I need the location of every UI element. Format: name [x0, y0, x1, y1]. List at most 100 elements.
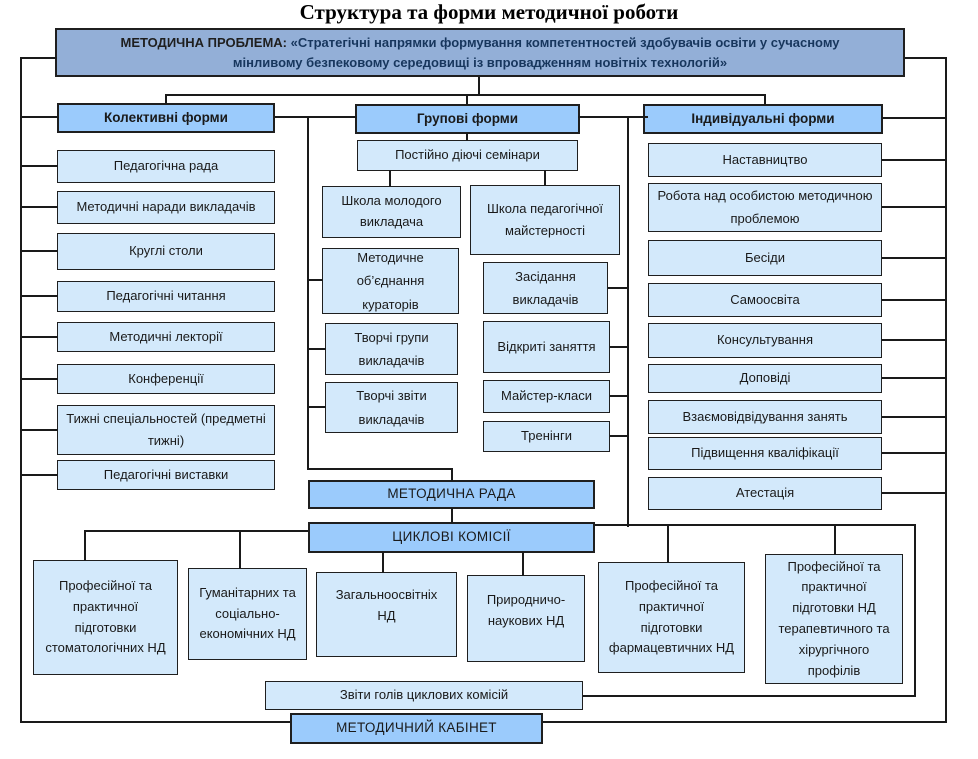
connector-line [610, 346, 629, 348]
connector-line [882, 117, 947, 119]
connector-line [466, 133, 468, 141]
connector-line [20, 57, 57, 59]
group-item: Творчі групи викладачів [325, 323, 458, 375]
connector-line [667, 525, 669, 563]
group-item: Школа молодого викладача [322, 186, 461, 238]
connector-line [307, 348, 326, 350]
connector-line [543, 721, 947, 723]
connector-line [522, 552, 524, 576]
connector-line [20, 206, 58, 208]
connector-line [84, 530, 308, 532]
connector-line [882, 257, 947, 259]
connector-line [882, 452, 947, 454]
individual-item: Підвищення кваліфікації [648, 437, 882, 470]
commission-item: Професійної та практичної підготовки НД … [765, 554, 903, 684]
collective-item: Педагогічна рада [57, 150, 275, 183]
connector-line [466, 94, 468, 105]
connector-line [945, 58, 947, 723]
commission-item: Професійної та практичної підготовки сто… [33, 560, 178, 675]
commission-item: Загальноосвітніх НД [316, 572, 457, 657]
connector-line [451, 508, 453, 523]
problem-label: МЕТОДИЧНА ПРОБЛЕМА: [120, 35, 288, 50]
connector-line [84, 531, 86, 561]
connector-line [165, 94, 766, 96]
individual-item: Робота над особистою методичною проблемо… [648, 183, 882, 232]
connector-line [20, 165, 58, 167]
connector-line [382, 552, 384, 573]
connector-line [451, 469, 453, 481]
connector-line [20, 474, 58, 476]
connector-line [905, 57, 947, 59]
group-item: Тренінги [483, 421, 610, 452]
connector-line [882, 416, 947, 418]
group-item: Майстер-класи [483, 380, 610, 413]
connector-line [307, 406, 326, 408]
individual-item: Атестація [648, 477, 882, 510]
connector-line [882, 377, 947, 379]
individual-item: Самоосвіта [648, 283, 882, 317]
connector-line [608, 287, 629, 289]
connector-line [20, 429, 58, 431]
connector-line [20, 336, 58, 338]
group-item: Школа педагогічної майстерності [470, 185, 620, 255]
collective-item: Круглі столи [57, 233, 275, 270]
connector-line [595, 524, 916, 526]
methodical-office-box: МЕТОДИЧНИЙ КАБІНЕТ [290, 713, 543, 744]
connector-line [20, 721, 290, 723]
connector-line [307, 468, 453, 470]
commission-item: Професійної та практичної підготовки фар… [598, 562, 745, 673]
connector-line [764, 94, 766, 105]
individual-item: Наставництво [648, 143, 882, 177]
collective-item: Тижні спеціальностей (предметні тижні) [57, 405, 275, 455]
connector-line [239, 531, 241, 569]
connector-line [544, 170, 546, 186]
connector-line [307, 279, 323, 281]
group-item: Відкриті заняття [483, 321, 610, 373]
individual-item: Бесіди [648, 240, 882, 276]
connector-line [20, 116, 58, 118]
collective-item: Методичні лекторії [57, 322, 275, 352]
connector-line [275, 116, 357, 118]
methodical-council-box: МЕТОДИЧНА РАДА [308, 480, 595, 509]
connector-line [882, 339, 947, 341]
connector-line [307, 116, 309, 470]
connector-line [478, 77, 480, 96]
problem-text: «Стратегічні напрямки формування компете… [232, 35, 840, 70]
connector-line [20, 250, 58, 252]
connector-line [882, 492, 947, 494]
individual-item: Доповіді [648, 364, 882, 393]
group-item: Творчі звіти викладачів [325, 382, 458, 433]
header-group-forms: Групові форми [355, 104, 580, 134]
collective-item: Педагогічні виставки [57, 460, 275, 490]
commission-item: Природничо-наукових НД [467, 575, 585, 662]
header-individual-forms: Індивідуальні форми [643, 104, 883, 134]
collective-item: Методичні наради викладачів [57, 191, 275, 224]
connector-line [165, 94, 167, 104]
collective-item: Педагогічні читання [57, 281, 275, 312]
group-seminars-box: Постійно діючі семінари [357, 140, 578, 171]
connector-line [389, 170, 391, 187]
connector-line [882, 206, 947, 208]
connector-line [20, 58, 22, 723]
connector-line [882, 299, 947, 301]
header-collective-forms: Колективні форми [57, 103, 275, 133]
connector-line [578, 116, 648, 118]
individual-item: Взаємовідвідування занять [648, 400, 882, 434]
connector-line [583, 695, 916, 697]
connector-line [882, 159, 947, 161]
commission-item: Гуманітарних та соціально-економічних НД [188, 568, 307, 660]
diagram-title: Структура та форми методичної роботи [299, 0, 679, 24]
connector-line [20, 378, 58, 380]
connector-line [834, 525, 836, 555]
methodical-problem-box: МЕТОДИЧНА ПРОБЛЕМА: «Стратегічні напрямк… [55, 28, 905, 77]
group-item: Методичне об’єднання кураторів [322, 248, 459, 314]
connector-line [20, 295, 58, 297]
connector-line [610, 435, 629, 437]
connector-line [610, 395, 629, 397]
reports-box: Звіти голів циклових комісій [265, 681, 583, 710]
connector-line [914, 525, 916, 697]
collective-item: Конференції [57, 364, 275, 394]
cycle-commissions-box: ЦИКЛОВІ КОМІСІЇ [308, 522, 595, 553]
group-item: Засідання викладачів [483, 262, 608, 314]
